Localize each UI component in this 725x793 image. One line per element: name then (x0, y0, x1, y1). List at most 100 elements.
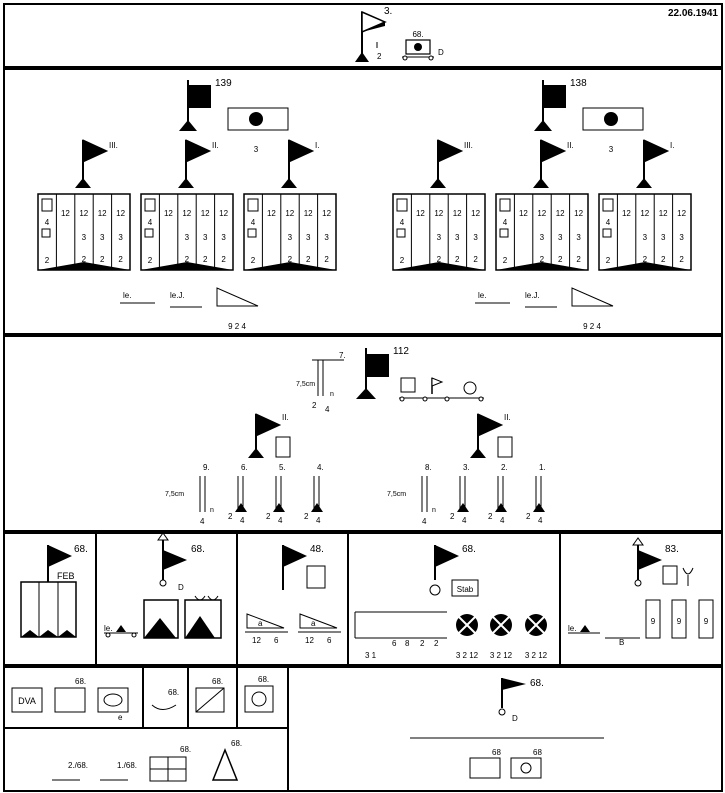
engineer-n5: 2 (434, 639, 439, 648)
company-row: 2 (437, 255, 442, 264)
infantry-panel (3, 68, 723, 335)
signal-hq-symbol: 68. D (402, 30, 444, 61)
antitank-n1-1: 12 (252, 636, 261, 645)
company-row: 2 (679, 255, 684, 264)
services: DVA e 68. 68. 68. 68. 2./68. 1./68. 68. (11, 675, 604, 782)
services-number-5: 68. (180, 745, 191, 754)
company-b: 3 (679, 233, 684, 242)
company-b: 3 (643, 233, 648, 242)
engineer-triple-1: 3 2 12 (456, 651, 479, 660)
engineer-company-1: 3 2 12 (456, 614, 479, 660)
dva-label: DVA (18, 696, 36, 706)
antitank-gun-2: a 12 6 (298, 613, 341, 645)
company-b: 3 (203, 233, 208, 242)
company-b: 3 (118, 233, 123, 242)
supply-number: 68. (530, 678, 544, 689)
battalion-flag (281, 139, 315, 188)
company-b: 2 (400, 256, 405, 265)
company-a: 12 (434, 209, 443, 218)
company-a: 12 (322, 209, 331, 218)
supply-code: D (512, 714, 518, 723)
antitank-a-1: a (258, 619, 263, 628)
battery-caliber: 7,5cm (165, 491, 184, 498)
company-a: 4 (400, 218, 405, 227)
observer-a: 2 (312, 401, 317, 410)
company-a: 4 (148, 218, 153, 227)
company-row: 2 (540, 255, 545, 264)
engineer-triple-2: 3 2 12 (490, 651, 513, 660)
signal-nine-1: 9 (651, 617, 656, 626)
antitank-gun-1: a 12 6 (245, 613, 288, 645)
battery-label: 5. (279, 463, 286, 472)
observer-b: 4 (325, 405, 330, 414)
services-e: e (118, 713, 123, 722)
regiment-number: 138 (570, 78, 587, 89)
artillery-group-label: II. (282, 413, 289, 422)
battery-label: 3. (463, 463, 470, 472)
battery-a: 2 (304, 512, 309, 521)
company-b: 3 (455, 233, 460, 242)
antitank-battalion: 48. a 12 6 a 12 6 (245, 544, 341, 645)
company-b: 2 (251, 256, 256, 265)
company-row: 2 (185, 255, 190, 264)
services-number-1: 68. (75, 677, 86, 686)
company-row: 2 (455, 255, 460, 264)
battery-n: n (210, 507, 214, 514)
supply-column: 68. D 68 68 (410, 678, 604, 779)
support-le: le. (478, 291, 486, 300)
division-number: 3. (384, 6, 392, 17)
battalion-flag (636, 139, 670, 188)
observer-caliber: 7,5cm (296, 381, 315, 388)
feb-label: FEB (57, 571, 75, 581)
engineer-company-2: 3 2 12 (490, 614, 513, 660)
company-a: 12 (659, 209, 668, 218)
antitank-number: 48. (310, 544, 324, 555)
battery-b: 4 (462, 516, 467, 525)
services-number-3: 68. (212, 677, 223, 686)
company-a: 12 (471, 209, 480, 218)
supply-sub-2: 68 (533, 748, 542, 757)
battery-label: 1. (539, 463, 546, 472)
date-label: 22.06.1941 (668, 8, 718, 19)
battery-b: 4 (240, 516, 245, 525)
company-b: 3 (558, 233, 563, 242)
company-a: 12 (574, 209, 583, 218)
feb-number: 68. (74, 544, 88, 555)
company-row: 2 (100, 255, 105, 264)
battery-a: 2 (450, 512, 455, 521)
engineer-n4: 2 (420, 639, 425, 648)
battery-label: 4. (317, 463, 324, 472)
battalion-label: II. (567, 141, 574, 150)
company-a: 12 (164, 209, 173, 218)
company-row: 2 (643, 255, 648, 264)
artillery-group-label: II. (504, 413, 511, 422)
company-a: 12 (219, 209, 228, 218)
company-a: 4 (503, 218, 508, 227)
company-row: 2 (288, 255, 293, 264)
signal-hq-unit: 68. (412, 30, 423, 39)
company-a: 12 (201, 209, 210, 218)
observer-label: 7. (339, 351, 346, 360)
battery-caliber: 7,5cm (387, 491, 406, 498)
company-b: 3 (306, 233, 311, 242)
company-b: 3 (473, 233, 478, 242)
battalion-label: I. (670, 141, 674, 150)
company-b: 3 (288, 233, 293, 242)
company-a: 12 (453, 209, 462, 218)
regiment-signal: 3 (254, 145, 259, 154)
company-a: 4 (606, 218, 611, 227)
battery-a: 2 (266, 512, 271, 521)
signal-nine-2: 9 (677, 617, 682, 626)
battery-label: 2. (501, 463, 508, 472)
company-a: 12 (79, 209, 88, 218)
reconnaissance-battalion: 68. D le. (104, 532, 222, 639)
company-a: 12 (267, 209, 276, 218)
